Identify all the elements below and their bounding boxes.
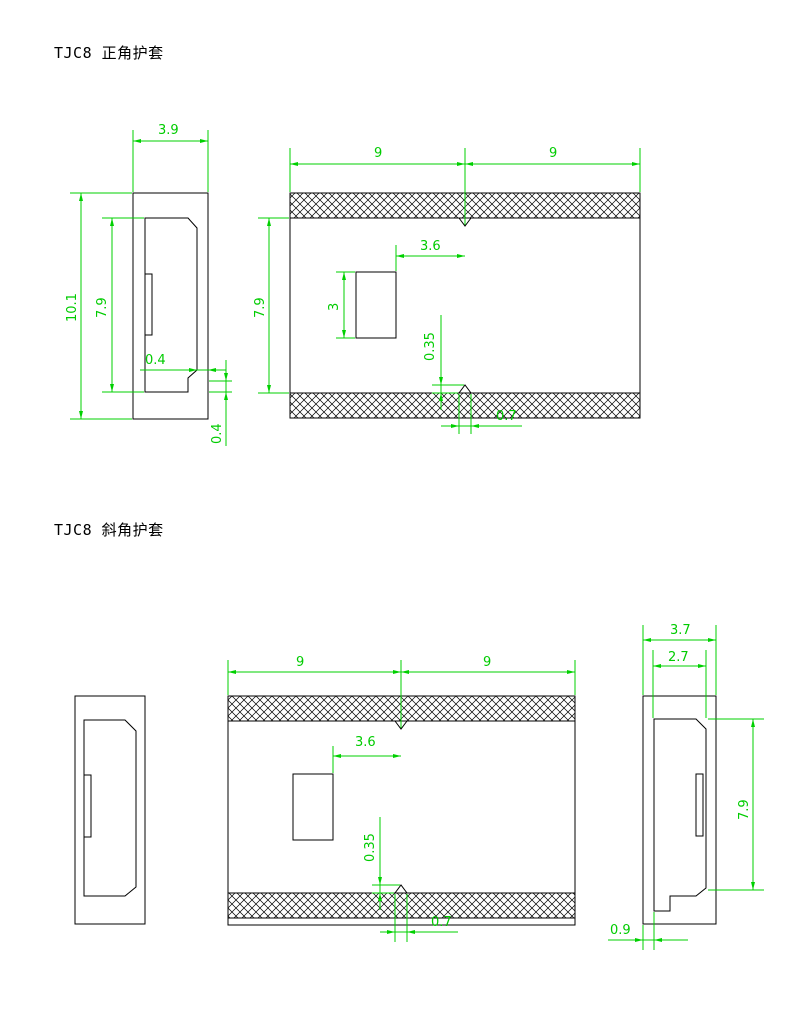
- straight-front-view: [289, 192, 641, 419]
- dim-0.35-oblique: 0.35: [363, 833, 378, 862]
- oblique-left-view: [74, 695, 146, 925]
- straight-front-dimensions: [258, 148, 641, 434]
- dim-0.9: 0.9: [610, 923, 631, 938]
- straight-side-view: [132, 192, 209, 420]
- dim-0.35: 0.35: [423, 332, 438, 361]
- dim-9-right-oblique: 9: [483, 655, 491, 670]
- oblique-right-dimension-texts: 3.7 2.7 7.9 0.9: [610, 623, 752, 938]
- straight-side-dimensions: [70, 130, 232, 446]
- straight-front-dimension-texts: 9 9 7.9 3.6 3 0.35 0.7: [253, 146, 557, 424]
- oblique-right-view: [642, 695, 717, 925]
- title-straight-sleeve: TJC8 正角护套: [54, 44, 164, 62]
- oblique-front-dimensions: [227, 660, 576, 942]
- straight-side-dimension-texts: 3.9 10.1 7.9 0.4 0.4: [65, 123, 225, 444]
- dim-9-left-oblique: 9: [296, 655, 304, 670]
- dim-0.4-horizontal: 0.4: [145, 353, 166, 368]
- dim-3.9: 3.9: [158, 123, 179, 138]
- dim-10.1: 10.1: [65, 293, 80, 322]
- dim-7.9-side: 7.9: [95, 297, 110, 318]
- oblique-right-dimensions: [608, 625, 764, 950]
- title-oblique-sleeve: TJC8 斜角护套: [54, 521, 164, 539]
- dim-9-left: 9: [374, 146, 382, 161]
- oblique-front-dimension-texts: 9 9 3.6 0.35 0.7: [296, 655, 491, 930]
- dim-0.4-vertical: 0.4: [210, 423, 225, 444]
- dim-0.7: 0.7: [496, 409, 517, 424]
- dim-7.9-front: 7.9: [253, 297, 268, 318]
- dim-7.9-oblique: 7.9: [737, 799, 752, 820]
- dim-2.7: 2.7: [668, 650, 689, 665]
- dim-9-right: 9: [549, 146, 557, 161]
- dim-3.6-oblique: 3.6: [355, 735, 376, 750]
- oblique-front-view: [227, 695, 576, 926]
- dim-3.7: 3.7: [670, 623, 691, 638]
- dim-3: 3: [327, 303, 342, 311]
- dim-3.6: 3.6: [420, 239, 441, 254]
- dim-0.7-oblique: 0.7: [431, 915, 452, 930]
